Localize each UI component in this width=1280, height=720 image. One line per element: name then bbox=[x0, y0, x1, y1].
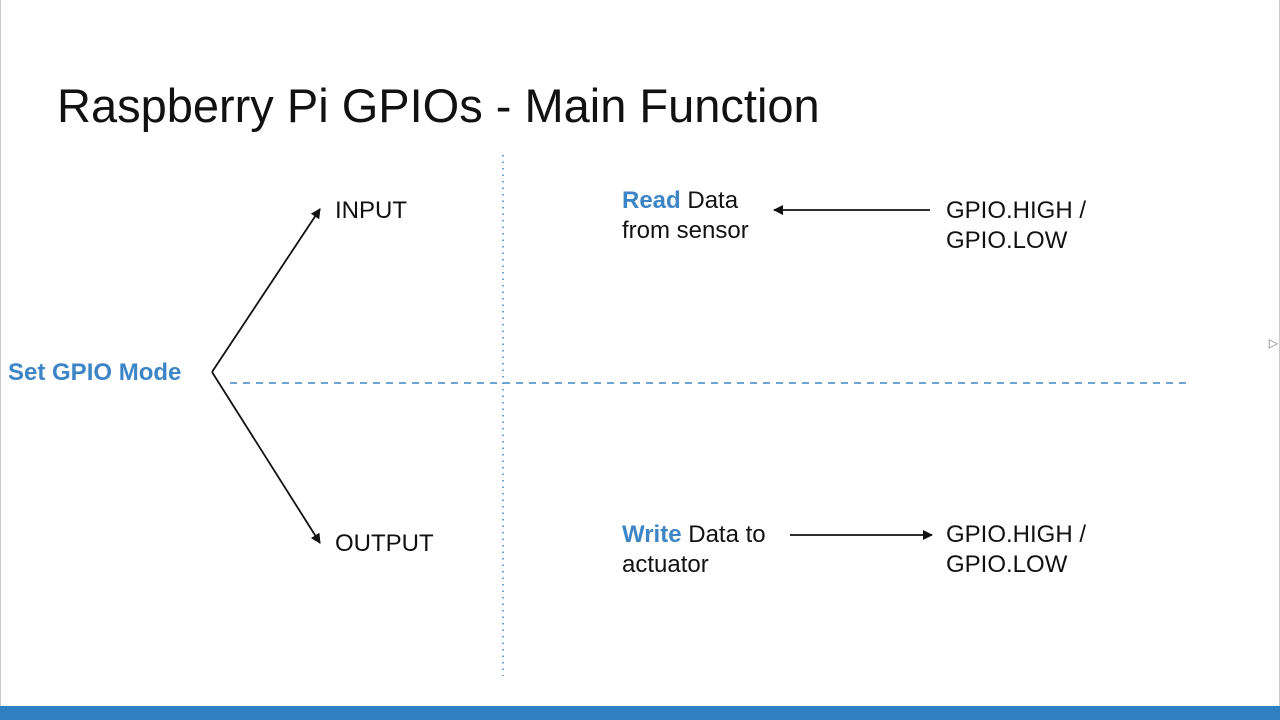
write-keyword: Write bbox=[622, 521, 682, 548]
input-label: INPUT bbox=[335, 197, 407, 224]
gpio-top-line2: GPIO.LOW bbox=[946, 227, 1068, 254]
gpio-top-line1: GPIO.HIGH / bbox=[946, 197, 1087, 224]
gpio-bottom-line2: GPIO.LOW bbox=[946, 551, 1068, 578]
read-keyword: Read bbox=[622, 187, 681, 214]
write-data-text: Write Data to actuator bbox=[622, 520, 766, 580]
read-line1-rest: Data bbox=[680, 187, 739, 214]
gpio-levels-input: GPIO.HIGH / GPIO.LOW bbox=[946, 196, 1086, 256]
arrow-to-output bbox=[211, 371, 321, 544]
caret-right-icon[interactable]: ▷ bbox=[1268, 336, 1278, 350]
gpio-bottom-line1: GPIO.HIGH / bbox=[946, 521, 1087, 548]
brand-watermark: Udemy bbox=[1237, 692, 1272, 704]
arrow-to-input bbox=[211, 208, 321, 373]
read-line2: from sensor bbox=[622, 217, 749, 244]
slide-title: Raspberry Pi GPIOs - Main Function bbox=[57, 79, 820, 132]
output-label: OUTPUT bbox=[335, 530, 434, 557]
write-line2: actuator bbox=[622, 551, 709, 578]
set-gpio-mode-label: Set GPIO Mode bbox=[8, 359, 182, 386]
write-line1-rest: Data to bbox=[681, 521, 766, 548]
gpio-levels-output: GPIO.HIGH / GPIO.LOW bbox=[946, 520, 1086, 580]
read-data-text: Read Data from sensor bbox=[622, 186, 749, 246]
slide-border-left bbox=[0, 0, 1, 706]
bottom-bar bbox=[0, 706, 1280, 720]
